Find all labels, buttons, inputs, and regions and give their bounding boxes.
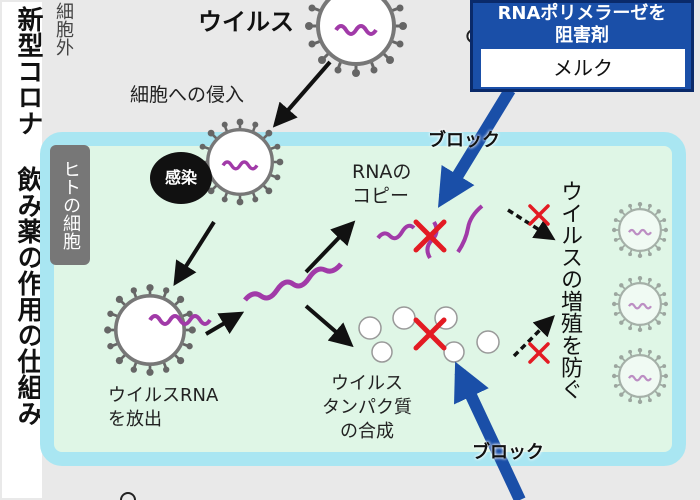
- drug-heading-line2: 阻害剤: [555, 25, 609, 46]
- arrow-to-copy: [304, 220, 356, 274]
- human-cell-area: [40, 132, 686, 466]
- virus-prevented: [610, 200, 670, 260]
- protein-line1: ウイルス: [331, 373, 403, 394]
- release-line2: を放出: [108, 409, 162, 430]
- dashed-arrow-lower: [512, 315, 555, 358]
- virus-prevented: [610, 346, 670, 406]
- drug-heading: RNAポリメラーゼを 阻害剤: [473, 3, 691, 46]
- arrow-entry: [272, 60, 332, 128]
- virus-entering: [194, 116, 286, 208]
- release-line1: ウイルスRNA: [108, 385, 219, 406]
- drug-name: メルク: [481, 49, 685, 87]
- protein-synthesis-label: ウイルス タンパク質 の合成: [322, 372, 412, 444]
- rna-release-label: ウイルスRNA を放出: [108, 384, 218, 432]
- arrow-to-rna: [204, 311, 245, 336]
- rna-copy-label: RNAの コピー: [352, 160, 411, 208]
- block-label-protein: ブロック: [472, 442, 544, 463]
- drug-heading-line1: RNAポリメラーゼを: [497, 3, 667, 24]
- cell-entry-label: 細胞への侵入: [130, 84, 245, 106]
- block-arrow-copy: [437, 86, 516, 208]
- prevent-replication-label: ウイルスの増殖を防ぐ: [557, 180, 582, 400]
- drug-box: RNAポリメラーゼを 阻害剤 メルク: [470, 0, 694, 92]
- virus-releasing: [102, 282, 198, 378]
- cross-icon: [413, 219, 447, 253]
- block-label-copy: ブロック: [428, 130, 500, 151]
- protein-cluster: [358, 306, 500, 363]
- human-cell-label: ヒトの細胞: [50, 145, 90, 265]
- cross-icon: [528, 342, 550, 364]
- block-arrow-protein: [454, 361, 526, 500]
- cross-icon: [413, 317, 447, 351]
- rna-copy-line1: RNAの: [352, 161, 412, 183]
- outside-cell-label: 細胞外: [53, 2, 74, 56]
- viral-rna-strand: [243, 262, 343, 302]
- dashed-arrow-upper: [507, 208, 556, 241]
- diagram-title: 新型コロナ 飲み薬の作用の仕組み: [2, 2, 43, 498]
- arrow-to-protein: [304, 304, 354, 348]
- rna-copy-line2: コピー: [352, 185, 410, 207]
- partial-circle-icon: [120, 492, 136, 500]
- arrow-release: [173, 220, 216, 287]
- protein-line3: の合成: [340, 421, 394, 442]
- released-rna: [148, 314, 212, 326]
- virus-prevented: [610, 274, 670, 334]
- rna-copy-fragment: [456, 204, 484, 254]
- rna-copy-fragment: [376, 223, 416, 241]
- protein-line2: タンパク質: [322, 397, 412, 418]
- virus-label: ウイルス: [198, 8, 294, 36]
- cross-icon: [528, 204, 550, 226]
- virus-outside: [303, 0, 409, 79]
- infection-badge: 感染: [150, 152, 212, 204]
